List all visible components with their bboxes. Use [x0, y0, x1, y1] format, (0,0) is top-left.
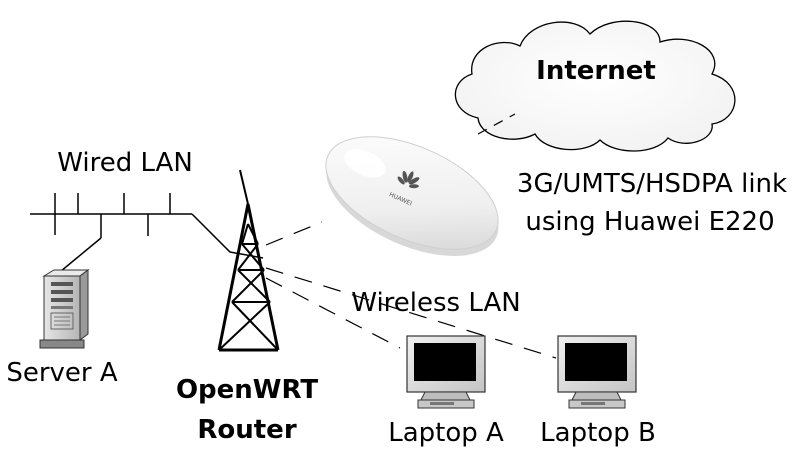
internet-cloud: Internet [454, 20, 736, 152]
link-label-line-1: 3G/UMTS/HSDPA link [517, 169, 787, 199]
wireless-lan-label: Wireless LAN [351, 288, 520, 318]
laptop-b-icon [557, 335, 637, 409]
laptop-a-label: Laptop A [388, 418, 504, 448]
router-to-laptop-a-link [265, 277, 401, 349]
huawei-logo-icon [397, 170, 420, 189]
router-label-line-1: OpenWRT [176, 375, 318, 405]
router-label-line-2: Router [197, 415, 296, 445]
server-a-label: Server A [6, 358, 118, 388]
huawei-modem-icon: HUAWEI [325, 136, 499, 256]
laptop-b-label: Laptop B [540, 418, 656, 448]
router-to-laptop-b-link [265, 267, 557, 359]
router-tower-icon [217, 169, 280, 352]
modem-to-internet-link [477, 113, 516, 135]
server-icon [39, 269, 90, 349]
laptop-a-icon [406, 335, 486, 409]
link-label-line-2: using Huawei E220 [525, 207, 774, 237]
router-to-modem-link [265, 221, 323, 246]
wired-lan-bus [30, 193, 264, 277]
internet-label: Internet [536, 56, 656, 86]
wired-lan-label: Wired LAN [57, 148, 193, 178]
